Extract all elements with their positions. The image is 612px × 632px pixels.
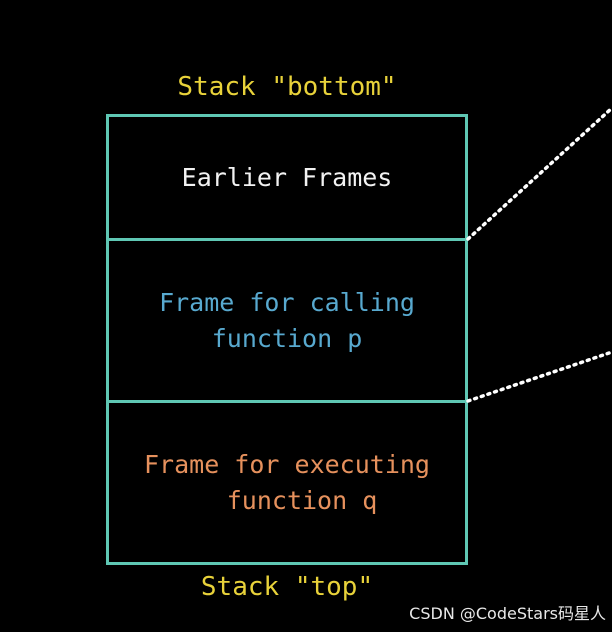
watermark: CSDN @CodeStars码星人 bbox=[409, 604, 606, 623]
connector-lower bbox=[466, 350, 612, 403]
frame-calling-p-block: Frame for calling function p bbox=[109, 241, 465, 403]
earlier-frames-label: Earlier Frames bbox=[181, 162, 393, 192]
frame-q-line1: Frame for executing bbox=[144, 449, 430, 479]
frame-p-line2: function p bbox=[211, 323, 363, 353]
frame-p-line1: Frame for calling bbox=[159, 287, 415, 317]
stack-top-label: Stack "top" bbox=[200, 572, 374, 602]
stack-bottom-label: Stack "bottom" bbox=[177, 72, 397, 102]
frame-q-line2: function q bbox=[226, 485, 378, 515]
call-stack: Earlier Frames Frame for calling functio… bbox=[106, 114, 468, 565]
connector-upper bbox=[466, 106, 612, 241]
frame-executing-q-block: Frame for executing function q bbox=[109, 403, 465, 562]
earlier-frames-block: Earlier Frames bbox=[109, 117, 465, 241]
